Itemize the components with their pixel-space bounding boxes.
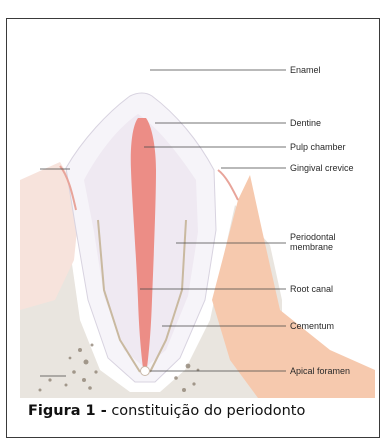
apical-foramen (141, 367, 150, 376)
label-dentine: Dentine (290, 118, 321, 128)
label-apical-foramen: Apical foramen (290, 366, 350, 376)
gingival-edge-right (218, 170, 238, 200)
label-gingival-crevice: Gingival crevice (290, 163, 354, 173)
label-pulp-chamber: Pulp chamber (290, 142, 346, 152)
label-enamel: Enamel (290, 65, 321, 75)
label-periodontal-membrane-line1: Periodontal (290, 232, 336, 242)
figure-caption: Figura 1 - constituição do periodonto (28, 403, 305, 419)
label-cementum: Cementum (290, 321, 334, 331)
label-root-canal: Root canal (290, 284, 333, 294)
caption-text: constituição do periodonto (111, 403, 305, 419)
caption-prefix: Figura 1 - (28, 403, 107, 419)
label-periodontal-membrane-line2: membrane (290, 242, 333, 252)
